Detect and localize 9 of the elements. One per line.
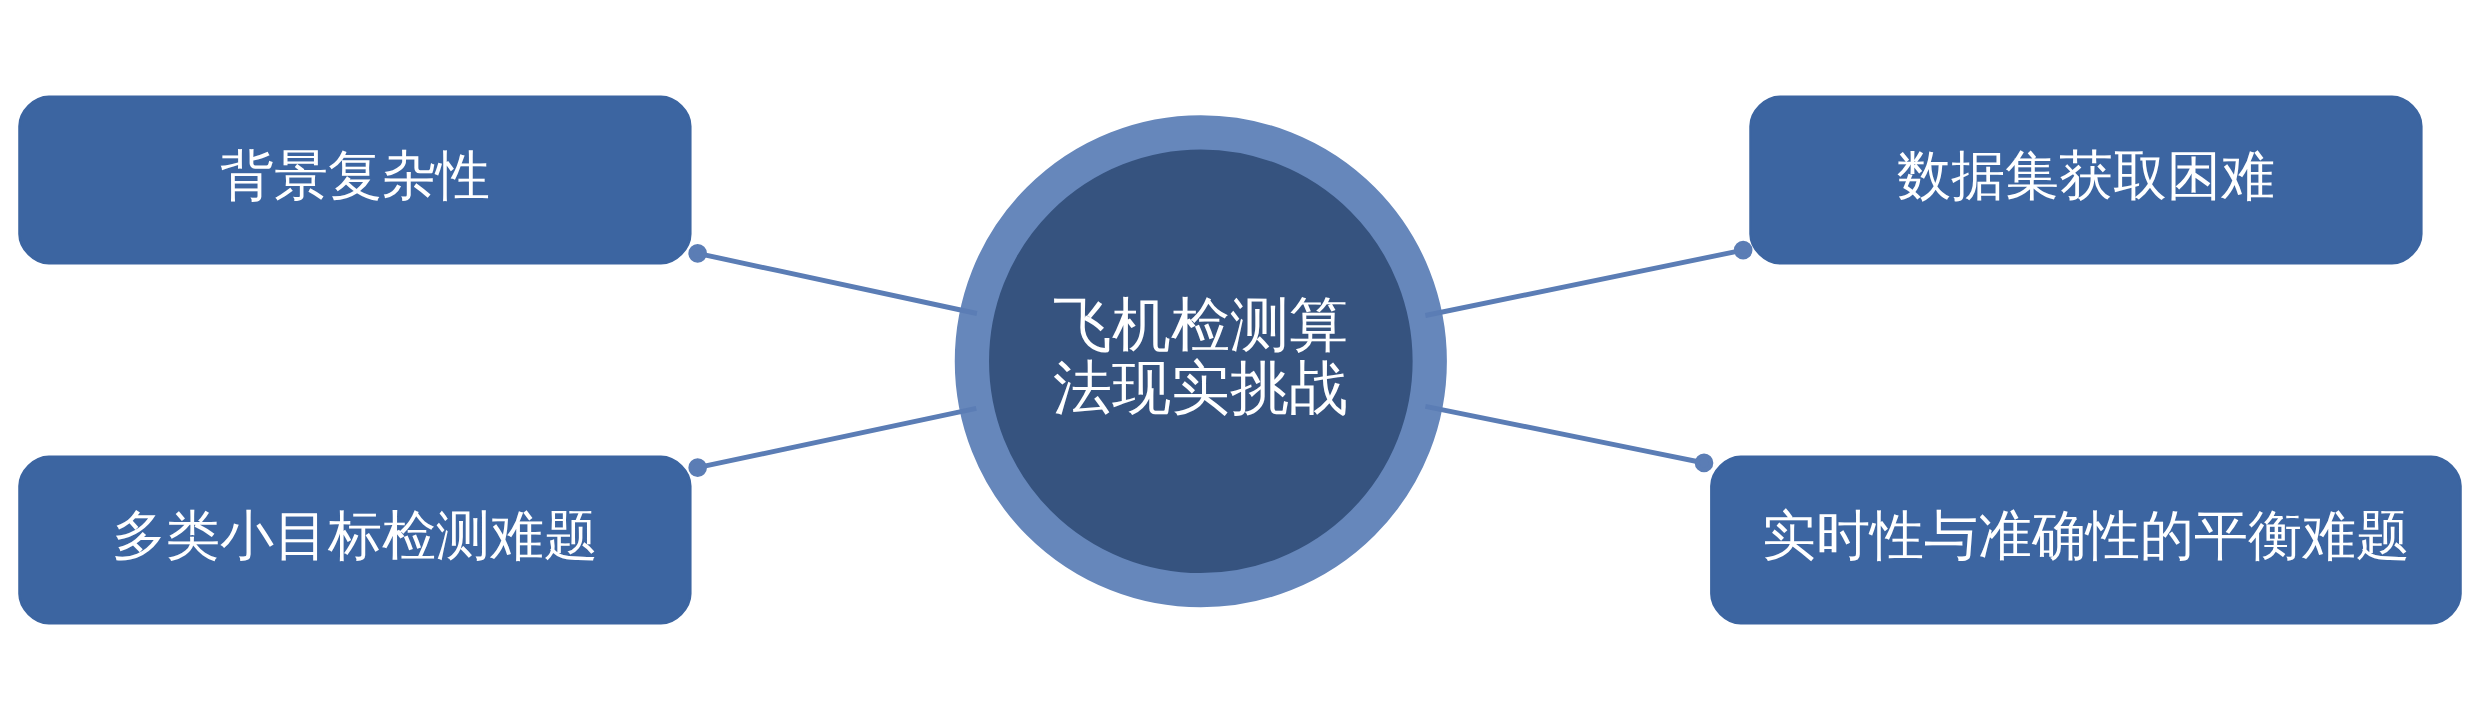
node-circle: 飞机检测算法现实挑战 <box>954 115 1447 608</box>
connector <box>1424 403 1714 473</box>
connector <box>1424 240 1753 318</box>
node-box: 数据集获取困难 <box>1749 95 2423 265</box>
connector <box>688 406 977 477</box>
node-box: 实时性与准确性的平衡难题 <box>1710 455 2462 625</box>
node-box: 背景复杂性 <box>18 95 692 265</box>
node-box: 多类小目标检测难题 <box>18 455 692 625</box>
connector <box>688 244 978 316</box>
